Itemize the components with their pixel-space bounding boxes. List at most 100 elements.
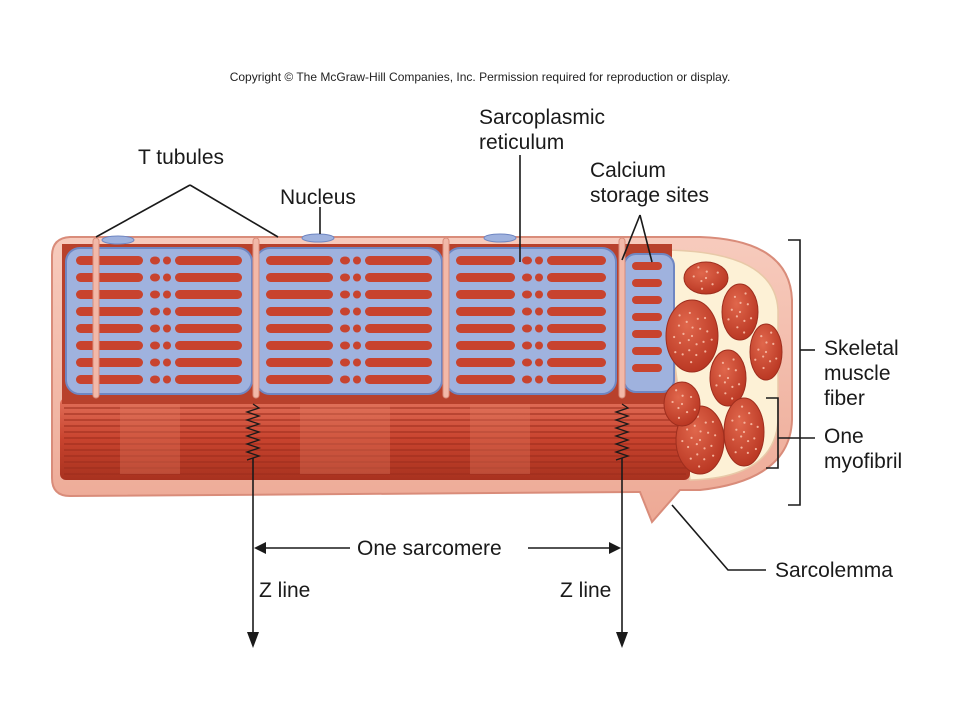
reticulum-hole — [163, 341, 171, 350]
bundle-dot — [682, 332, 685, 336]
reticulum-hole — [340, 290, 350, 299]
reticulum-hole — [175, 307, 242, 316]
bundle-dot — [772, 342, 775, 345]
t-tubule-band — [618, 237, 626, 399]
skeletal-bracket — [788, 239, 801, 506]
label-sarcolemma: Sarcolemma — [775, 559, 893, 582]
nucleus-shape — [483, 233, 517, 243]
reticulum-hole — [365, 307, 432, 316]
reticulum-panel — [65, 247, 253, 395]
reticulum-hole — [266, 256, 333, 265]
reticulum-hole — [175, 273, 242, 282]
bundle-dot — [697, 266, 700, 269]
z-line-zigzag — [613, 403, 631, 461]
reticulum-hole — [266, 273, 333, 282]
reticulum-hole — [547, 341, 606, 350]
arrowhead-z-left — [247, 632, 259, 648]
text-labels: T tubules Nucleus Sarcoplasmic reticulum… — [138, 106, 902, 602]
bundle-dot — [677, 324, 681, 327]
label-sarcomere: One sarcomere — [357, 537, 502, 560]
reticulum-hole — [456, 290, 515, 299]
bundle-dot — [692, 275, 695, 278]
myofibril-bundle — [721, 283, 759, 341]
bundle-dot — [726, 376, 730, 380]
bundle-dot — [686, 445, 690, 449]
bundle-dot — [738, 415, 741, 418]
myofibril-bundle — [683, 261, 729, 295]
bundle-dot — [764, 350, 768, 354]
bundle-dot — [743, 421, 746, 424]
reticulum-hole — [76, 273, 143, 282]
reticulum-hole — [547, 307, 606, 316]
reticulum-hole — [150, 290, 160, 299]
nuclei — [101, 233, 517, 245]
label-skeletal-1: Skeletal — [824, 337, 899, 360]
bundle-dot — [749, 317, 753, 320]
reticulum-hole — [353, 341, 361, 350]
reticulum-hole — [76, 341, 143, 350]
bundle-dot — [754, 358, 757, 361]
reticulum-hole — [175, 256, 242, 265]
bundle-dot — [703, 316, 707, 320]
myofibril-bundle — [749, 323, 783, 381]
reticulum-hole — [456, 375, 515, 384]
bundle-dot — [681, 353, 684, 356]
reticulum-hole — [456, 324, 515, 333]
myofibril-base — [60, 398, 690, 480]
reticulum-hole — [365, 256, 432, 265]
bundle-dot — [736, 326, 739, 329]
bundle-dot — [735, 428, 738, 431]
reticulum-hole — [340, 256, 350, 265]
bundle-dot — [765, 341, 768, 344]
reticulum-hole — [353, 256, 361, 265]
bundle-dot — [695, 353, 698, 357]
reticulum-hole — [547, 290, 606, 299]
bundle-dot — [710, 338, 713, 341]
bundle-dot — [699, 430, 702, 433]
bundle-dot — [740, 435, 743, 438]
reticulum-hole — [522, 273, 532, 282]
z-line-zigzag — [244, 403, 262, 461]
reticulum-hole — [150, 341, 160, 350]
reticulum-hole — [163, 307, 171, 316]
bundle-dot — [685, 320, 688, 324]
bundle-dot — [756, 425, 759, 428]
reticulum-hole — [535, 358, 543, 367]
reticulum-hole — [456, 273, 515, 282]
myofibril-light-band — [470, 404, 530, 474]
bundle-dot — [753, 437, 756, 440]
reticulum-hole — [535, 341, 543, 350]
reticulum-hole — [535, 290, 543, 299]
reticulum-hole — [266, 375, 333, 384]
reticulum-hole — [522, 307, 532, 316]
reticulum-hole — [175, 324, 242, 333]
bundle-dot — [699, 327, 702, 330]
bundle-dot — [678, 341, 682, 344]
bundle-dot — [716, 271, 719, 274]
bundle-dot — [705, 270, 708, 273]
bundle-dot — [740, 446, 743, 449]
bundle-dot — [689, 395, 693, 399]
reticulum-hole — [150, 307, 160, 316]
bundle-dot — [739, 301, 742, 304]
bundle-dot — [689, 457, 692, 460]
label-skeletal-3: fiber — [824, 387, 865, 410]
reticulum-hole — [266, 341, 333, 350]
myofibril-band — [60, 398, 690, 480]
arrowhead-z-right — [616, 632, 628, 648]
bundle-dot — [696, 453, 699, 456]
label-skeletal-2: muscle — [824, 362, 891, 385]
reticulum-hole — [522, 290, 532, 299]
bundle-dot — [688, 311, 691, 315]
bundle-dot — [715, 384, 718, 387]
bundle-dot — [724, 392, 727, 395]
label-sarcoplasmic-1: Sarcoplasmic — [479, 106, 605, 129]
reticulum-hole — [76, 256, 143, 265]
bundle-dot — [675, 389, 678, 392]
bundle-dot — [775, 357, 778, 360]
t-tubule-leader-right — [189, 184, 279, 238]
bundle-dot — [712, 454, 715, 457]
bundle-dot — [721, 361, 725, 364]
